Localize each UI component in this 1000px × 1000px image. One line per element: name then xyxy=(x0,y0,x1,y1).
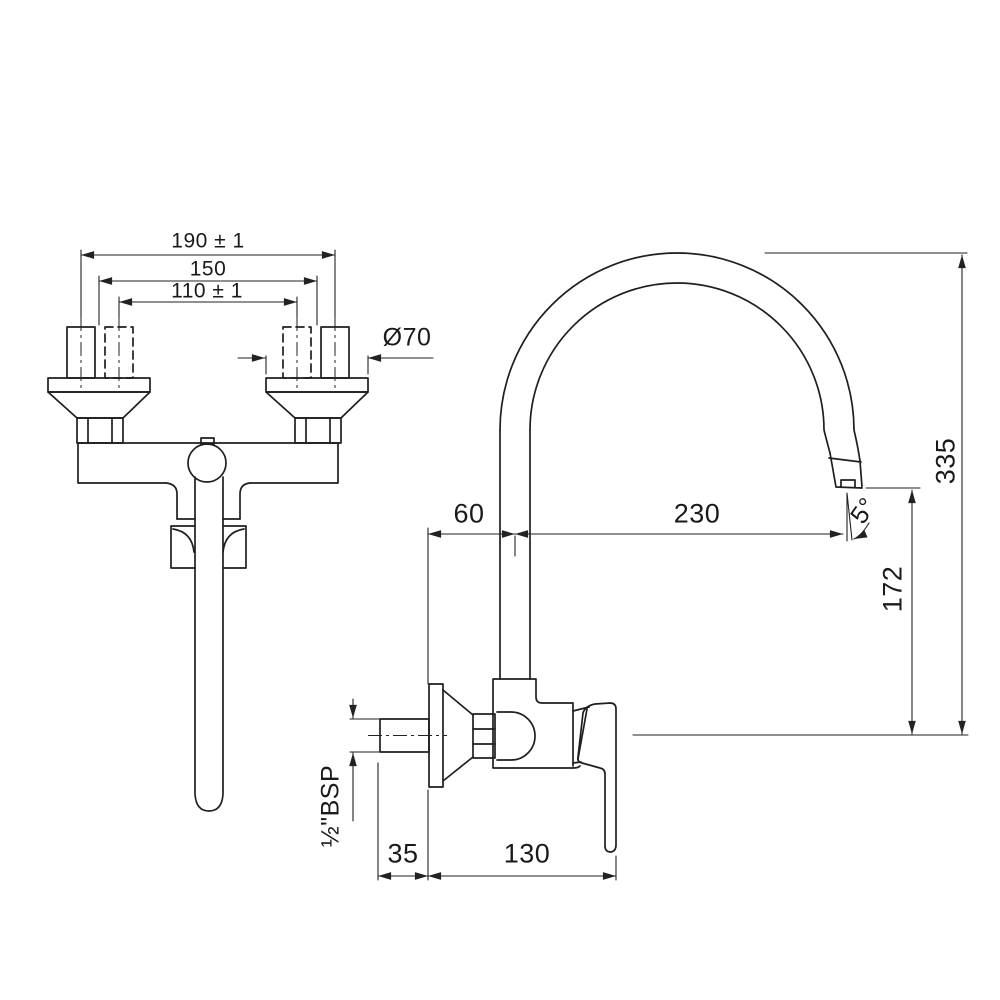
front-flange-right xyxy=(265,377,369,393)
dim-label-335: 335 xyxy=(930,437,961,485)
front-spout-tube xyxy=(194,476,224,812)
side-spout-outer-arc xyxy=(499,252,861,462)
side-body xyxy=(492,678,581,769)
dim-label-60: 60 xyxy=(453,498,485,529)
dim-label-230: 230 xyxy=(673,498,721,529)
dim-label-172: 172 xyxy=(877,565,908,613)
dim-label-dia70: Ø70 xyxy=(382,323,432,352)
front-view-linework xyxy=(47,326,369,812)
side-lever-handle xyxy=(576,702,617,853)
thread-label-bsp: ½"BSP xyxy=(316,764,345,848)
dimension-linework xyxy=(80,249,969,881)
front-swivel-joint xyxy=(187,443,227,483)
angle-arc-5deg xyxy=(853,522,870,540)
side-riser-pipe xyxy=(499,429,531,680)
dim-label-130: 130 xyxy=(503,838,551,869)
front-nut-right xyxy=(294,417,342,444)
dim-label-35: 35 xyxy=(387,838,419,869)
front-body-bar xyxy=(77,442,339,484)
front-cone-right xyxy=(265,391,369,419)
dim-label-150: 150 xyxy=(189,257,227,281)
side-spout-tip xyxy=(828,452,863,489)
dim-label-190: 190 ± 1 xyxy=(171,229,245,253)
dim-label-110: 110 ± 1 xyxy=(171,279,243,303)
front-flange-left xyxy=(47,377,151,393)
front-cone-left xyxy=(47,391,151,419)
side-spout-inner-arc xyxy=(529,282,831,454)
centerlines xyxy=(80,317,447,736)
side-body-dome xyxy=(496,711,536,761)
side-back-nut xyxy=(472,713,496,759)
front-nut-left xyxy=(76,417,124,444)
side-view-linework xyxy=(379,252,863,853)
